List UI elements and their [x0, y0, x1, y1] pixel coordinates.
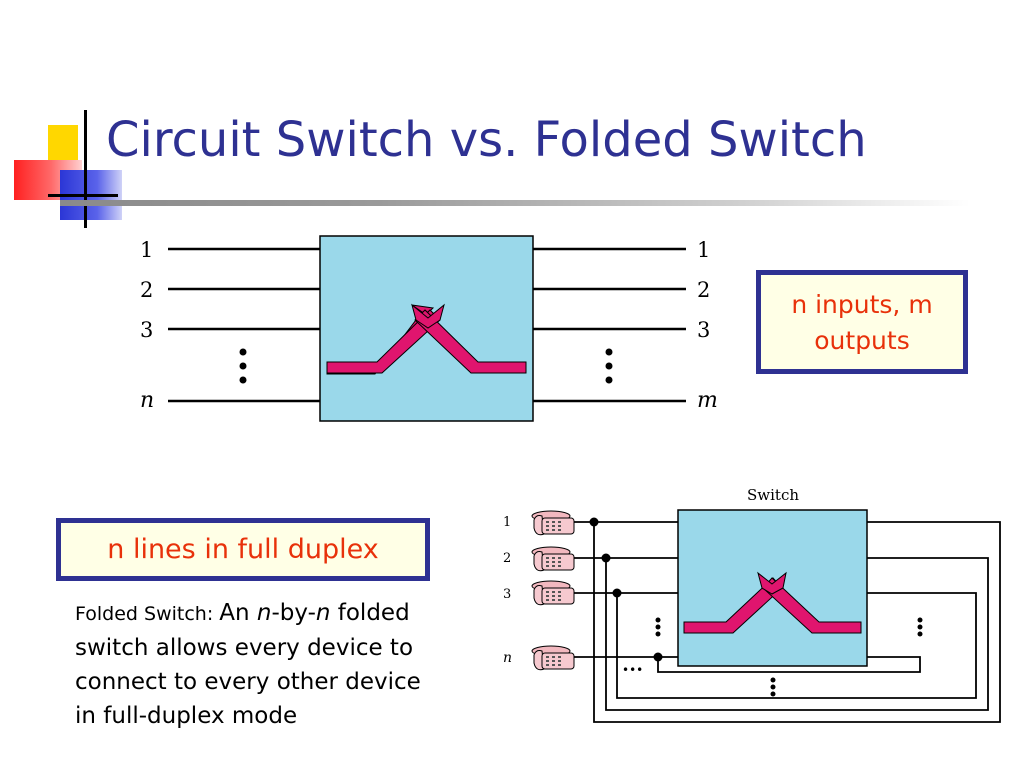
wiring-junctions — [589, 517, 663, 662]
description-part-2: -by- — [271, 600, 316, 626]
input-label-1: 1 — [140, 238, 153, 262]
inputs-outputs-callout: n inputs, m outputs — [756, 270, 968, 374]
decor-horizontal-line — [48, 194, 118, 197]
decor-vertical-line — [84, 110, 87, 228]
full-duplex-callout: n lines in full duplex — [56, 518, 430, 581]
callout-line-2: outputs — [814, 326, 910, 355]
description-n-1: n — [256, 600, 272, 626]
phone-label-n: n — [503, 650, 512, 666]
telephone-1-icon — [531, 510, 575, 536]
output-label-2: 2 — [697, 278, 710, 302]
callout-line-1: n inputs, m — [791, 290, 933, 319]
switch-connector — [326, 303, 527, 375]
output-label-3: 3 — [697, 318, 710, 342]
folded-switch-connector — [683, 571, 862, 634]
telephone-2-icon — [531, 546, 575, 572]
telephone-n-icon — [531, 645, 575, 671]
description-n-2: n — [315, 600, 331, 626]
inputs-ellipsis — [239, 348, 247, 384]
description-part-1: An — [219, 600, 257, 626]
horizontal-ellipsis: ••• — [622, 663, 643, 677]
input-label-2: 2 — [140, 278, 153, 302]
right-vertical-ellipsis — [917, 617, 923, 637]
left-vertical-ellipsis — [655, 617, 661, 637]
output-label-m: m — [697, 388, 718, 413]
bottom-vertical-ellipsis — [770, 677, 776, 697]
phone-label-2: 2 — [503, 551, 511, 566]
outputs-ellipsis — [605, 348, 613, 384]
title-underline — [60, 200, 970, 206]
phone-label-3: 3 — [503, 587, 511, 602]
slide-title: Circuit Switch vs. Folded Switch — [106, 112, 867, 168]
output-label-1: 1 — [697, 238, 710, 262]
input-label-3: 3 — [140, 318, 153, 342]
telephone-3-icon — [531, 580, 575, 606]
description-part-3: folded switch allows every device to con… — [75, 600, 421, 729]
input-label-n: n — [140, 388, 154, 413]
phone-label-1: 1 — [503, 515, 511, 530]
description-lead: Folded Switch: — [75, 603, 220, 625]
folded-switch-description: Folded Switch: An n-by-n folded switch a… — [75, 596, 445, 733]
switch-label: Switch — [747, 486, 799, 504]
